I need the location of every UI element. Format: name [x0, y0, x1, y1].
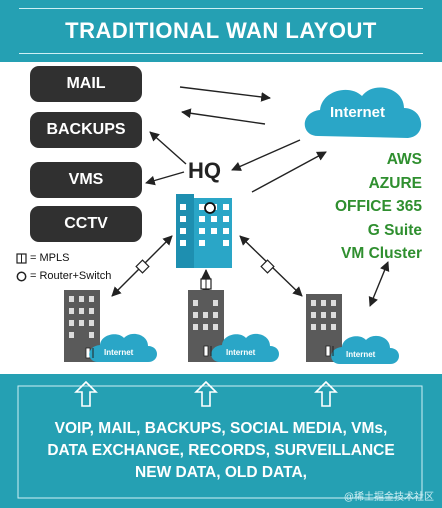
legend-mpls: = MPLS: [16, 252, 69, 264]
mpls-icon: [260, 259, 275, 274]
cloud-service-item: VM Cluster: [341, 245, 422, 262]
arrow-cloud-branch: [368, 261, 390, 307]
arrow-hq-to-backups: [149, 131, 187, 165]
data-types-line: DATA EXCHANGE, RECORDS, SURVEILLANCE: [47, 442, 395, 459]
branch-internet-label: Internet: [104, 348, 134, 357]
legend-label: = Router+Switch: [30, 270, 112, 282]
service-label: MAIL: [66, 75, 106, 92]
title-banner: TRADITIONAL WAN LAYOUT: [0, 0, 442, 62]
branch-cloud-center-icon: [211, 333, 279, 362]
mpls-icon: [16, 252, 27, 264]
arrow-internet-to-hq: [231, 139, 301, 171]
service-label: VMS: [68, 171, 104, 188]
arrow-hq-to-internet: [251, 151, 327, 193]
branch-cloud-right-icon: [331, 335, 399, 364]
title-frame: TRADITIONAL WAN LAYOUT: [19, 8, 423, 54]
up-arrow-icon: [74, 380, 98, 407]
branch-cloud-left-icon: [89, 333, 157, 362]
legend-router-switch: = Router+Switch: [16, 270, 111, 282]
hq-building-icon: [176, 194, 232, 268]
arrow-mail-to-internet: [179, 86, 271, 102]
internet-label: Internet: [330, 104, 386, 121]
up-arrow-icon: [314, 380, 338, 407]
data-types-line: NEW DATA, OLD DATA,: [135, 464, 307, 481]
cloud-service-item: AWS: [386, 151, 422, 168]
cloud-service-item: AZURE: [368, 174, 422, 192]
branch-internet-label: Internet: [226, 348, 256, 357]
data-section: [0, 374, 442, 508]
service-label: CCTV: [64, 215, 108, 232]
data-types-text: VOIP, MAIL, BACKUPS, SOCIAL MEDIA, VMs, …: [0, 418, 442, 484]
arrow-internet-to-mail: [181, 108, 266, 125]
cloud-service-item: G Suite: [367, 221, 422, 239]
mpls-icon: [135, 259, 150, 274]
arrow-hq-to-vms: [145, 171, 185, 186]
service-box-mail: MAIL: [30, 66, 142, 102]
service-label: BACKUPS: [46, 121, 126, 138]
hq-label: HQ: [188, 158, 221, 183]
internet-cloud-icon: [304, 87, 422, 138]
connector-marks: [92, 346, 334, 358]
data-types-line: VOIP, MAIL, BACKUPS, SOCIAL MEDIA, VMs,: [54, 420, 388, 437]
up-arrow-icon: [194, 380, 218, 407]
cloud-services-list: AWS AZURE OFFICE 365 G Suite VM Cluster: [300, 148, 422, 266]
service-box-vms: VMS: [30, 162, 142, 198]
watermark: @稀土掘金技术社区: [343, 492, 434, 503]
legend-label: = MPLS: [30, 252, 70, 264]
service-box-backups: BACKUPS: [30, 112, 142, 148]
up-arrow-icons: [74, 380, 338, 407]
data-section-frame: [17, 385, 423, 499]
cloud-service-item: OFFICE 365: [335, 198, 422, 215]
router-switch-icon: [16, 271, 27, 281]
branch-internet-label: Internet: [346, 350, 376, 359]
mpls-icon: [200, 278, 212, 290]
router-switch-icon: [204, 202, 216, 214]
page-title: TRADITIONAL WAN LAYOUT: [65, 18, 377, 43]
